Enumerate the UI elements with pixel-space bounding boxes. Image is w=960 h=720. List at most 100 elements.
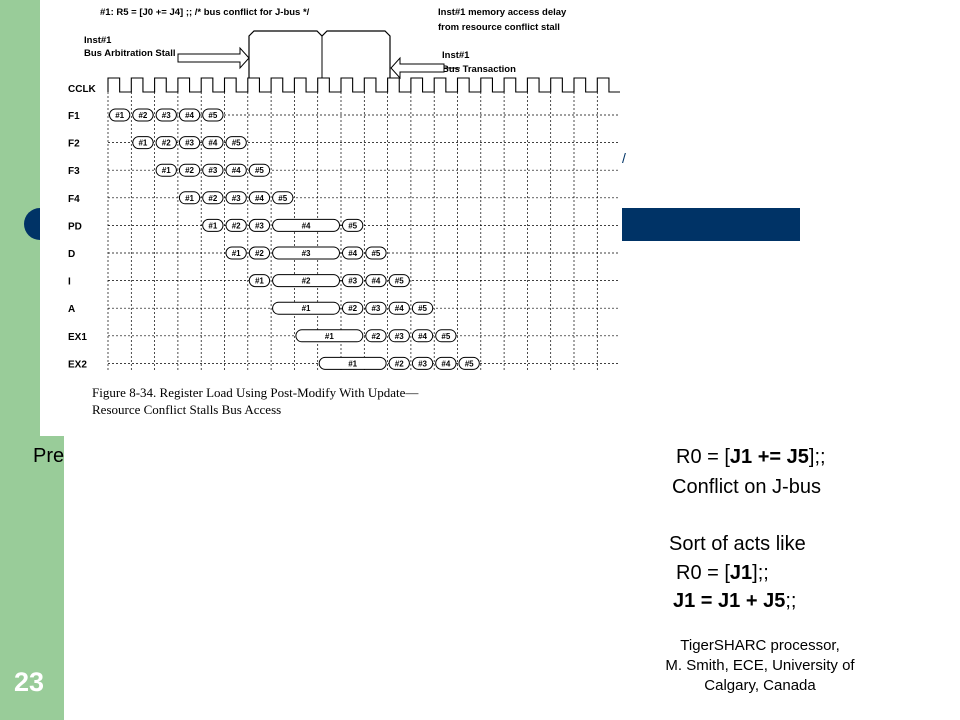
instruction-label: #3 — [185, 139, 194, 148]
figure-caption-line2: Resource Conflict Stalls Bus Access — [92, 402, 281, 417]
instruction-box — [225, 191, 247, 205]
instruction-box — [272, 218, 341, 232]
stage-label: EX1 — [68, 332, 87, 343]
instruction-box — [202, 108, 224, 122]
instruction-label: #5 — [395, 277, 404, 286]
instruction-box — [365, 274, 387, 288]
right-annotation-top-line1: Inst#1 memory access delay — [438, 7, 567, 18]
code-line-4-bold: J1 — [729, 562, 753, 584]
left-arrow — [177, 46, 250, 70]
instruction-label: #1 — [162, 166, 171, 175]
stage-label: PD — [68, 221, 82, 232]
instruction-box — [248, 191, 271, 205]
instruction-box — [411, 301, 434, 315]
instruction-box — [272, 246, 341, 260]
code-line-2: Conflict on J-bus — [672, 476, 821, 498]
clock-label: CCLK — [68, 84, 97, 95]
instruction-box — [202, 163, 224, 177]
instruction-box — [295, 329, 364, 343]
instruction-label: #2 — [371, 332, 380, 341]
code-line-1-c: ];; — [808, 446, 826, 468]
instruction-box — [109, 108, 131, 122]
footer-credit: TigerSHARC processor, M. Smith, ECE, Uni… — [620, 636, 900, 696]
instruction-box — [342, 218, 364, 232]
instruction-box — [155, 136, 177, 150]
instruction-box — [225, 136, 247, 150]
code-line-1-a: R0 = [ — [676, 446, 730, 468]
instruction-label: #1 — [115, 111, 124, 120]
bus-bracket — [248, 30, 391, 78]
left-annotation-line2: Bus Arbitration Stall — [84, 48, 176, 59]
instruction-label: #3 — [371, 304, 380, 313]
instruction-label: #2 — [162, 139, 171, 148]
instruction-box — [202, 191, 224, 205]
instruction-box — [388, 329, 410, 343]
stage-label: I — [68, 277, 71, 288]
instruction-box — [388, 301, 410, 315]
instruction-box — [248, 246, 271, 260]
instruction-label: #2 — [302, 277, 311, 286]
code-line-5-b: ;; — [785, 590, 797, 612]
instruction-label: #4 — [185, 111, 194, 120]
instruction-box — [248, 163, 271, 177]
instruction-box — [365, 246, 387, 260]
instruction-label: #4 — [441, 359, 450, 368]
timing-grid — [107, 92, 598, 372]
instruction-label: #1 — [348, 359, 357, 368]
top-annotation: #1: R5 = [J0 += J4] ;; /* bus conflict f… — [100, 7, 310, 18]
instruction-label: #1 — [255, 277, 264, 286]
code-line-1: R0 = [J1 += J5];; — [676, 446, 826, 469]
instruction-label: #4 — [371, 277, 380, 286]
instruction-label: #3 — [232, 194, 241, 203]
code-line-4-a: R0 = [ — [676, 562, 730, 584]
instruction-label: #5 — [371, 249, 380, 258]
instruction-box — [342, 301, 364, 315]
instruction-label: #4 — [302, 221, 311, 230]
instruction-box — [411, 356, 434, 370]
instruction-label: #3 — [162, 111, 171, 120]
body-text-fragment: Pre — [33, 445, 65, 467]
instruction-label: #2 — [138, 111, 147, 120]
instruction-label: #2 — [232, 221, 241, 230]
stage-label: D — [68, 249, 75, 260]
instruction-box — [202, 136, 224, 150]
footer-line-2: M. Smith, ECE, University of — [665, 657, 855, 674]
instruction-label: #3 — [302, 249, 311, 258]
stage-rows: F1#1#2#3#4#5F2#1#2#3#4#5F3#1#2#3#4#5F4#1… — [68, 108, 620, 370]
instruction-label: #5 — [232, 139, 241, 148]
clock-waveform — [107, 77, 620, 93]
instruction-box — [155, 108, 177, 122]
stage-label: A — [68, 304, 75, 315]
instruction-box — [202, 218, 224, 232]
code-line-3: Sort of acts like — [669, 533, 806, 555]
instruction-label: #1 — [232, 249, 241, 258]
instruction-box — [365, 329, 387, 343]
instruction-box — [225, 246, 247, 260]
stage-label: EX2 — [68, 359, 87, 370]
stage-label: F3 — [68, 166, 80, 177]
instruction-label: #4 — [418, 332, 427, 341]
instruction-box — [458, 356, 480, 370]
instruction-label: #4 — [348, 249, 357, 258]
instruction-label: #2 — [208, 194, 217, 203]
clock-pulse-train — [107, 77, 620, 93]
instruction-box — [318, 356, 387, 370]
instruction-box — [435, 356, 457, 370]
instruction-box — [411, 329, 434, 343]
instruction-label: #2 — [185, 166, 194, 175]
instruction-box — [272, 191, 294, 205]
instruction-label: #5 — [348, 221, 357, 230]
right-annotation-bus-line2: Bus Transaction — [442, 64, 516, 75]
instruction-label: #3 — [395, 332, 404, 341]
right-annotation-top-line2: from resource conflict stall — [438, 22, 560, 33]
instruction-box — [435, 329, 457, 343]
right-annotation-bus-line1: Inst#1 — [442, 50, 470, 61]
right-arrow — [390, 56, 445, 80]
instruction-label: #3 — [348, 277, 357, 286]
instruction-box — [342, 246, 364, 260]
instruction-label: #3 — [255, 221, 264, 230]
instruction-box — [388, 356, 410, 370]
title-tick: / — [622, 150, 626, 166]
instruction-box — [272, 274, 341, 288]
pipeline-diagram: #1: R5 = [J0 += J4] ;; /* bus conflict f… — [68, 7, 620, 417]
